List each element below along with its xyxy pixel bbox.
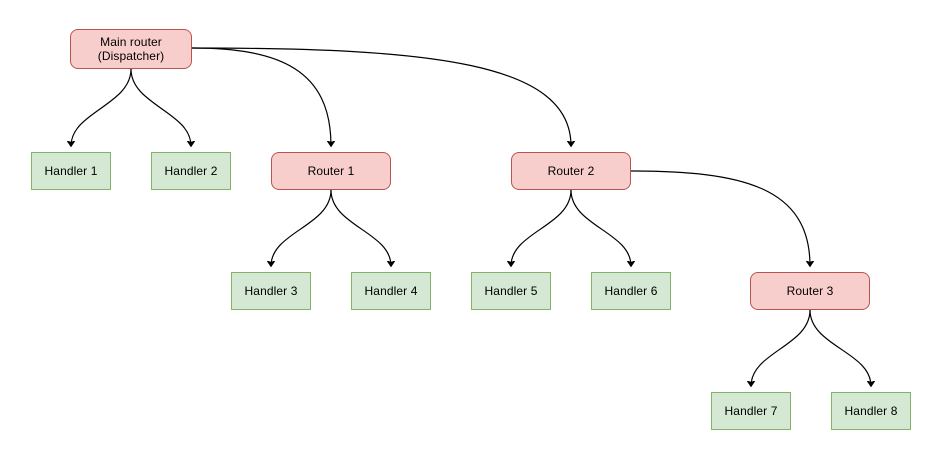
edge-router-3-to-handler-7: [751, 309, 811, 386]
node-label-handler-5: Handler 5: [484, 284, 538, 298]
edge-router-2-to-handler-5: [511, 189, 572, 266]
node-main-router[interactable]: Main router (Dispatcher): [70, 29, 192, 69]
node-handler-4[interactable]: Handler 4: [351, 272, 431, 310]
edge-main-router-to-handler-1: [71, 68, 132, 146]
edge-router-2-to-router-3: [630, 170, 810, 266]
node-handler-7[interactable]: Handler 7: [711, 392, 791, 430]
edge-router-2-to-handler-6: [570, 189, 631, 266]
node-handler-2[interactable]: Handler 2: [151, 152, 231, 190]
edge-main-router-to-handler-2: [130, 68, 191, 146]
edge-router-1-to-handler-4: [330, 189, 391, 266]
node-handler-6[interactable]: Handler 6: [591, 272, 671, 310]
node-label-router-1: Router 1: [307, 164, 355, 178]
node-label-router-2: Router 2: [547, 164, 595, 178]
node-router-1[interactable]: Router 1: [271, 152, 391, 190]
node-label-handler-6: Handler 6: [604, 284, 658, 298]
node-label-router-3: Router 3: [786, 284, 834, 298]
edge-main-router-to-router-1: [191, 47, 331, 146]
edge-main-router-to-router-2: [191, 47, 571, 146]
node-handler-1[interactable]: Handler 1: [31, 152, 111, 190]
node-label-handler-2: Handler 2: [164, 164, 218, 178]
node-label-main-router: Main router (Dispatcher): [97, 35, 165, 63]
node-label-handler-3: Handler 3: [244, 284, 298, 298]
node-router-3[interactable]: Router 3: [750, 272, 870, 310]
node-label-handler-4: Handler 4: [364, 284, 418, 298]
node-handler-5[interactable]: Handler 5: [471, 272, 551, 310]
node-router-2[interactable]: Router 2: [511, 152, 631, 190]
node-label-handler-1: Handler 1: [44, 164, 98, 178]
node-handler-3[interactable]: Handler 3: [231, 272, 311, 310]
node-label-handler-7: Handler 7: [724, 404, 778, 418]
edge-router-1-to-handler-3: [271, 189, 332, 266]
node-handler-8[interactable]: Handler 8: [831, 392, 911, 430]
edge-router-3-to-handler-8: [809, 309, 871, 386]
node-label-handler-8: Handler 8: [844, 404, 898, 418]
